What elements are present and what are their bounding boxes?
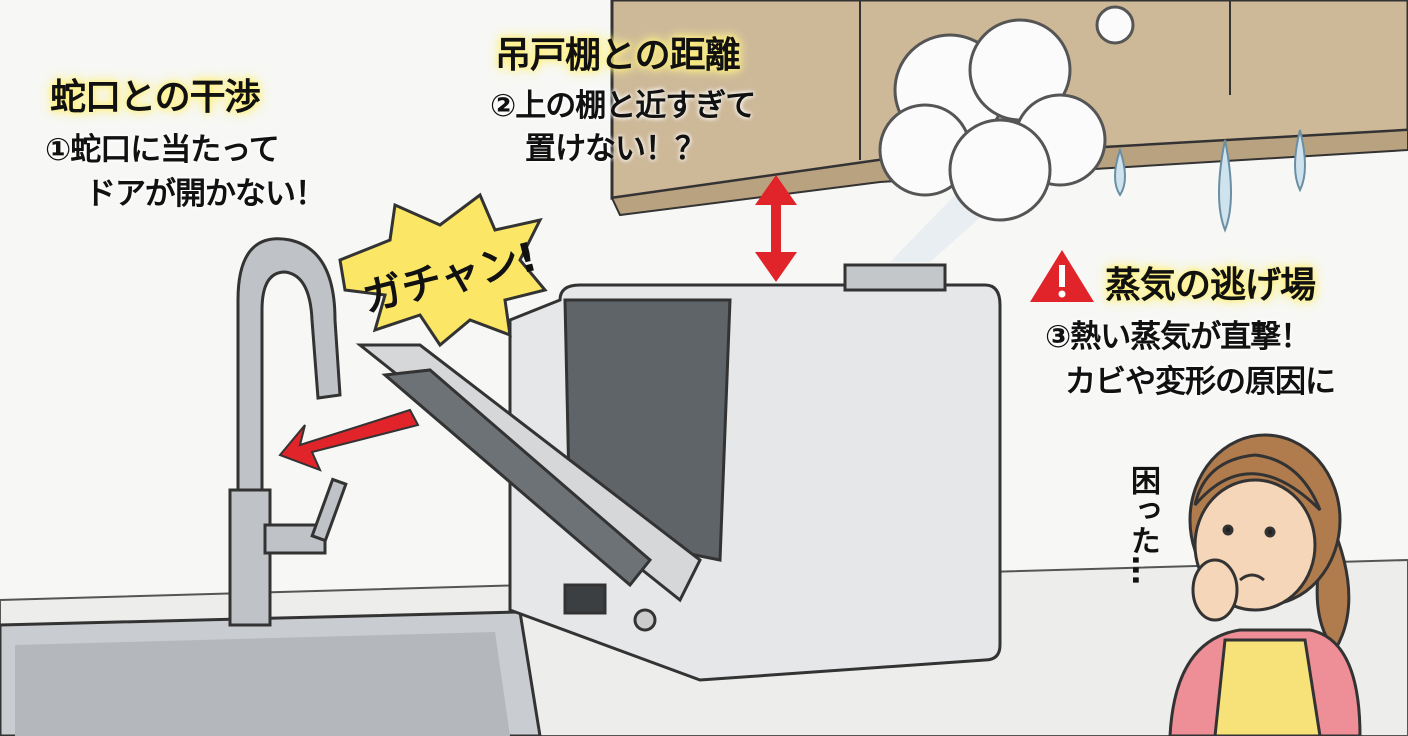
distance-arrow-icon [755, 175, 797, 282]
faucet-line-1: ①蛇口に当たって [45, 132, 280, 168]
steam-cloud-icon [878, 5, 1135, 262]
steam-heading: 蒸気の逃げ場 [1105, 265, 1316, 306]
cabinet-heading: 吊戸棚との距離 [495, 35, 741, 76]
speech-text: 困った… [1125, 465, 1160, 585]
faucet [228, 237, 348, 627]
steam-line-1: ③熱い蒸気が直撃！ [1045, 319, 1311, 355]
water-drips-icon [1114, 129, 1306, 233]
cabinet-line-1: ②上の棚と近すぎて [490, 88, 756, 124]
faucet-line-2: ドアが開かない！ [85, 176, 326, 212]
dishwasher [355, 263, 1002, 682]
cabinet-line-2: 置けない！？ [525, 131, 706, 167]
impact-burst-icon [338, 192, 548, 348]
worried-woman [1168, 433, 1362, 736]
direction-arrow-icon [278, 408, 420, 472]
steam-line-2: カビや変形の原因に [1065, 364, 1336, 400]
warning-icon [1030, 250, 1094, 302]
faucet-heading: 蛇口との干渉 [50, 77, 261, 118]
